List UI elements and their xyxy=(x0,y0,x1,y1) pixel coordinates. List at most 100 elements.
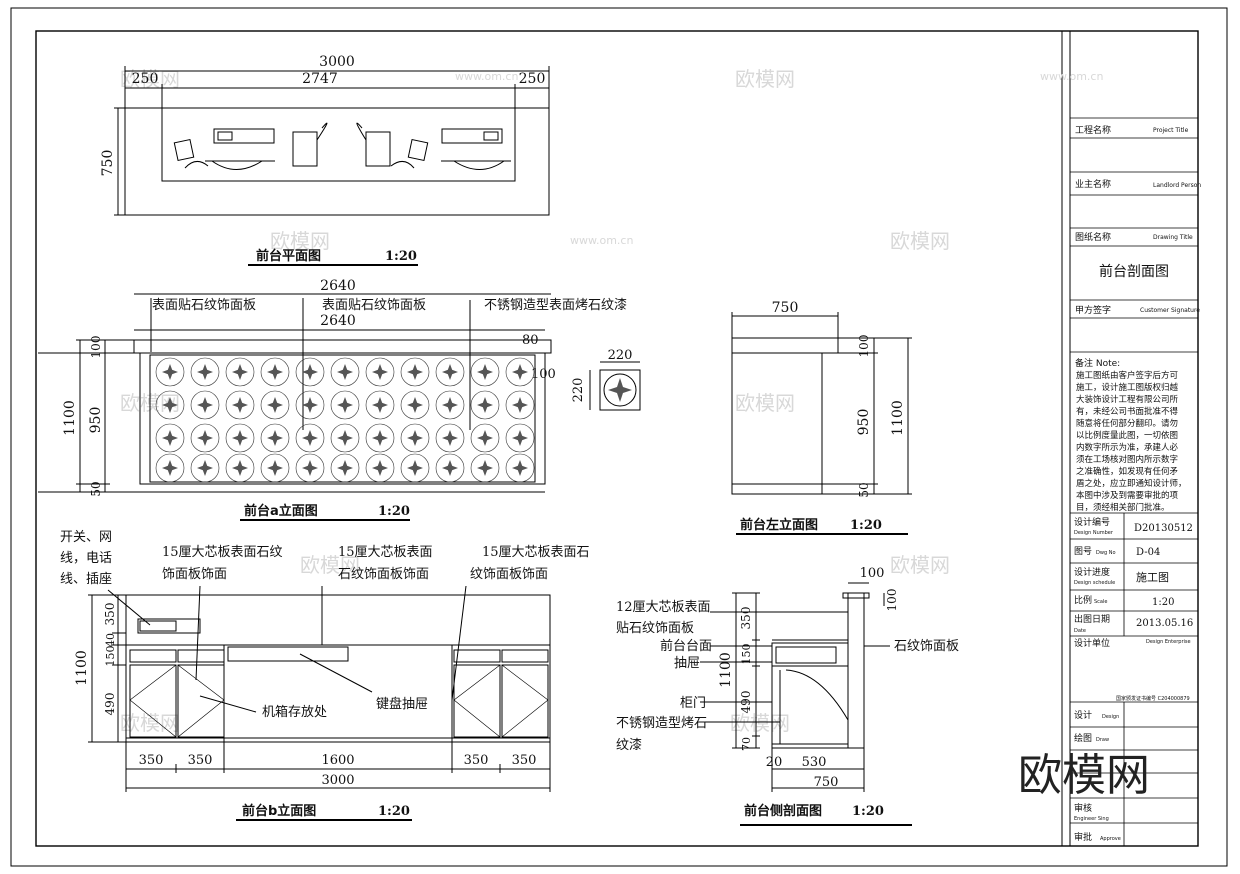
view-scale-elev-a: 1:20 xyxy=(378,504,410,519)
label-board2-1: 15厘大芯板表面 xyxy=(338,545,433,560)
label-sec-counter: 前台台面 xyxy=(660,638,712,654)
dim-sec-150: 150 xyxy=(740,644,753,665)
tb-check-cn: 审核 xyxy=(1074,802,1092,814)
label-board2-2: 石纹饰面板饰面 xyxy=(338,567,429,582)
dim-ea-step: 100 xyxy=(531,367,556,382)
brand-logo: 欧模网 xyxy=(1018,750,1150,801)
dim-plan-depth: 750 xyxy=(100,150,116,177)
dim-detail-w: 220 xyxy=(608,348,633,363)
watermark-brand: 欧模网 xyxy=(730,711,790,735)
tb-note-line: 盾之处，应立即通知设计师， xyxy=(1076,478,1187,489)
tb-check-en: Engineer Sing xyxy=(1074,816,1109,822)
dim-el-w: 750 xyxy=(772,300,799,316)
tb-scale-cn: 比例 xyxy=(1074,594,1092,606)
tb-schedule-cn: 设计进度 xyxy=(1074,566,1110,578)
label-switch-3: 线、插座 xyxy=(60,572,112,587)
label-ea-1: 表面贴石纹饰面板 xyxy=(152,298,256,313)
dim-eb-40: 40 xyxy=(104,633,117,647)
outer-border xyxy=(10,7,1228,867)
view-scale-elev-b: 1:20 xyxy=(378,804,410,819)
watermark-brand: 欧模网 xyxy=(300,553,360,577)
tb-owner-cn: 业主名称 xyxy=(1075,178,1111,190)
section-view-text: 12厘大芯板表面 贴石纹饰面板 前台台面 抽屉 石纹饰面板 柜门 不锈钢造型烤石… xyxy=(616,566,959,819)
tb-client-en: Customer Signature xyxy=(1140,307,1200,314)
tb-date-value: 2013.05.16 xyxy=(1136,618,1193,629)
label-switch-2: 线，电话 xyxy=(60,551,112,566)
view-title-elev-a: 前台a立面图 xyxy=(244,503,318,519)
tb-design-en: Design xyxy=(1102,714,1119,720)
watermark-brand: 欧模网 xyxy=(735,67,795,91)
elevation-left-text: 750 100 950 1100 50 前台左立面图 1:20 xyxy=(740,300,906,533)
tb-project-cn: 工程名称 xyxy=(1075,124,1111,136)
title-block-text: 工程名称 Project Title 业主名称 Landlord Person … xyxy=(1074,124,1201,843)
tb-schedule-value: 施工图 xyxy=(1136,571,1169,584)
label-board3-2: 纹饰面板饰面 xyxy=(470,567,548,582)
watermark-url: www.om.cn xyxy=(1040,70,1103,83)
tb-date-cn: 出图日期 xyxy=(1074,613,1110,625)
view-scale-plan: 1:20 xyxy=(385,249,417,264)
section-view xyxy=(700,582,912,826)
view-title-elev-left: 前台左立面图 xyxy=(740,517,818,533)
dim-ea-overhang: 80 xyxy=(522,333,539,348)
tb-owner-en: Landlord Person xyxy=(1153,182,1201,189)
label-keyboard: 键盘抽屉 xyxy=(376,696,428,712)
plan-view-text: 3000 250 2747 250 750 前台平面图 1:20 xyxy=(100,54,545,264)
dim-sec-530: 530 xyxy=(802,755,827,770)
watermark-brand: 欧模网 xyxy=(890,553,950,577)
tb-design-no-en: Design Number xyxy=(1074,530,1114,536)
plan-view xyxy=(114,66,550,266)
dim-sec-20: 20 xyxy=(766,755,783,770)
view-title-section: 前台侧剖面图 xyxy=(744,803,822,819)
tb-schedule-en: Design schedule xyxy=(1074,580,1115,586)
label-board1-1: 15厘大芯板表面石纹 xyxy=(162,545,283,560)
tb-note-line: 内数字所示为准，承建人必 xyxy=(1076,442,1179,453)
tb-note-line: 有，未经公司书面批准不得 xyxy=(1076,406,1179,417)
tb-approve-cn: 审批 xyxy=(1074,831,1092,843)
watermark-url: www.om.cn xyxy=(570,234,633,247)
dim-ea-top: 2640 xyxy=(320,278,356,294)
tb-note-line: 本图中涉及到需要审批的项 xyxy=(1076,490,1179,501)
tb-client-cn: 甲方签字 xyxy=(1075,304,1111,316)
tb-scale-value: 1:20 xyxy=(1152,597,1174,608)
dim-sec-top-b: 100 xyxy=(885,589,899,612)
dim-eb-w2: 350 xyxy=(188,753,213,768)
dim-sec-70: 70 xyxy=(740,737,753,751)
dim-el-base: 50 xyxy=(857,482,871,497)
tb-dwg-no-en: Dwg No xyxy=(1096,550,1116,556)
label-host: 机箱存放处 xyxy=(262,704,327,720)
tb-note-line: 大装饰设计工程有限公司所 xyxy=(1076,394,1179,405)
tb-note-line: 随意将任何部分翻印。请勿 xyxy=(1076,418,1178,429)
dim-el-top: 100 xyxy=(857,335,871,358)
tb-drawing-cn: 图纸名称 xyxy=(1075,231,1111,243)
label-ea-3: 不锈钢造型表面烤石纹漆 xyxy=(484,297,627,313)
tb-note-line: 施工图纸由客户签字后方可 xyxy=(1076,370,1179,381)
elevation-b-text: 开关、网 线，电话 线、插座 15厘大芯板表面石纹 饰面板饰面 15厘大芯板表面… xyxy=(60,530,590,819)
tb-note-line: 目，须经相关部门批准。 xyxy=(1076,502,1170,513)
dim-el-main: 950 xyxy=(856,409,872,436)
stone-pattern xyxy=(155,357,535,483)
dim-plan-mid: 2747 xyxy=(302,71,338,87)
label-ea-2: 表面贴石纹饰面板 xyxy=(322,298,426,313)
label-sec-panel-2: 贴石纹饰面板 xyxy=(616,621,694,636)
dim-sec-750: 750 xyxy=(814,775,839,790)
dim-ea-base: 50 xyxy=(89,481,103,496)
tb-date-en: Date xyxy=(1074,628,1086,634)
dim-ea-inner: 2640 xyxy=(320,313,356,329)
label-sec-steel-1: 不锈钢造型烤石 xyxy=(616,716,707,731)
view-title-elev-b: 前台b立面图 xyxy=(242,803,316,819)
watermark-brand: 欧模网 xyxy=(270,229,330,253)
tb-note-line: 施工，设计施工图版权归越 xyxy=(1076,382,1179,393)
tb-note-line: 之准确性，如发现有任何矛 xyxy=(1076,466,1179,477)
watermarks: 欧模网 欧模网 www.om.cn www.om.cn 欧模网 欧模网 www.… xyxy=(120,67,1103,735)
tb-unit-en: Design Enterprise xyxy=(1146,639,1191,645)
watermark-brand: 欧模网 xyxy=(890,229,950,253)
dim-plan-total: 3000 xyxy=(319,54,355,70)
dim-detail-h: 220 xyxy=(571,378,586,403)
label-sec-steel-2: 纹漆 xyxy=(616,737,642,753)
elevation-left xyxy=(731,312,912,535)
label-sec-drawer: 抽屉 xyxy=(674,656,700,671)
tb-unit-cn: 设计单位 xyxy=(1074,637,1110,649)
watermark-brand: 欧模网 xyxy=(120,711,180,735)
tb-project-en: Project Title xyxy=(1153,127,1189,134)
